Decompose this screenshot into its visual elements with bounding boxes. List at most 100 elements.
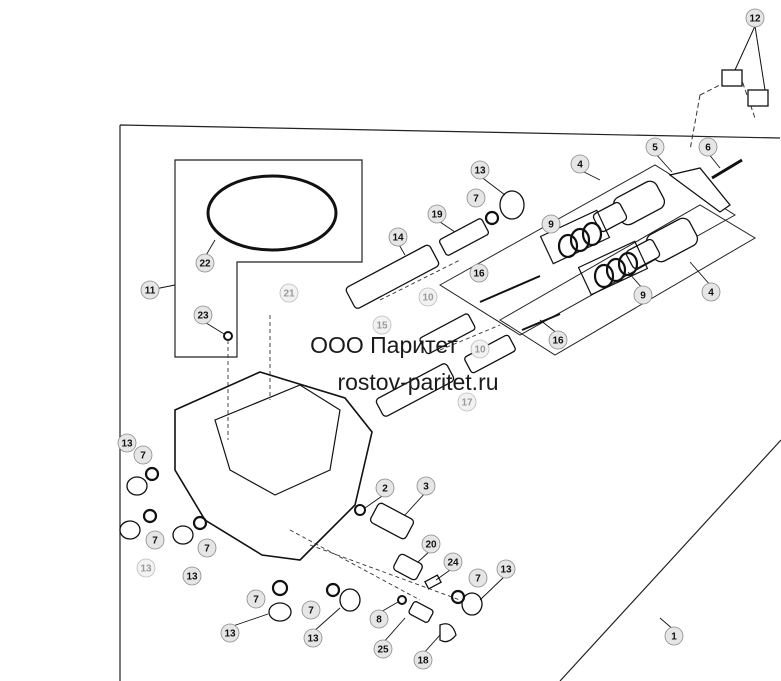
callout-6: 6 (698, 137, 718, 157)
callout-19: 19 (427, 204, 447, 224)
callout-number: 13 (224, 629, 236, 640)
pin-lower (521, 313, 561, 331)
callout-number: 6 (705, 143, 711, 154)
bracket (668, 167, 731, 213)
watermark-company: ООО Паритет (310, 332, 458, 358)
callout-bubble (469, 263, 489, 283)
callout-number: 13 (474, 166, 486, 177)
callout-bubble (443, 552, 463, 572)
callout-number: 24 (447, 558, 459, 569)
callout-bubble (195, 253, 215, 273)
callout-number: 12 (749, 14, 761, 25)
callout-bubble (145, 530, 165, 550)
callout-bubble (541, 214, 561, 234)
callout-number: 20 (425, 540, 437, 551)
callout-number: 7 (253, 595, 259, 606)
callout-bubble (427, 204, 447, 224)
callout-1: 1 (664, 626, 684, 646)
callout-bubble (457, 392, 477, 412)
callout-bubble (418, 287, 438, 307)
callout-number: 14 (392, 233, 404, 244)
callout-bubble (140, 280, 160, 300)
callout-number: 5 (652, 143, 658, 154)
spring-upper (438, 218, 490, 256)
connector-leader (734, 25, 766, 91)
callout-5: 5 (645, 137, 665, 157)
callout-number: 18 (417, 656, 429, 667)
callout-4: 4 (701, 282, 721, 302)
callout-number: 25 (377, 645, 389, 656)
connector-a (721, 69, 743, 87)
callout-number: 10 (474, 345, 486, 356)
callout-bubble (373, 639, 393, 659)
callout-bubble (496, 559, 516, 579)
callout-number: 16 (473, 269, 485, 280)
callout-number: 13 (307, 634, 319, 645)
callout-number: 11 (145, 286, 156, 297)
callout-number: 7 (473, 194, 479, 205)
callout-bubble (182, 566, 202, 586)
callout-number: 13 (140, 564, 152, 575)
plug-left-mid (119, 508, 158, 540)
callout-number: 1 (671, 632, 677, 643)
connector-b (747, 89, 769, 107)
callout-number: 17 (461, 398, 473, 409)
callout-bubble (548, 330, 568, 350)
callout-13: 13 (303, 628, 323, 648)
callout-bubble (698, 137, 718, 157)
fitting (397, 595, 434, 623)
plug-bottom-right (450, 589, 483, 616)
small-o-ring (223, 331, 233, 341)
callout-25: 25 (373, 639, 393, 659)
callout-number: 9 (548, 220, 554, 231)
solenoid-box-upper (439, 164, 736, 336)
callout-2: 2 (375, 478, 395, 498)
callout-number: 7 (140, 451, 146, 462)
callout-7: 7 (145, 530, 165, 550)
callout-number: 7 (152, 536, 158, 547)
callout-3: 3 (416, 476, 436, 496)
callout-13: 13 (117, 433, 137, 453)
callout-bubble (375, 478, 395, 498)
callout-7: 7 (197, 538, 217, 558)
callout-number: 4 (577, 160, 583, 171)
callout-number: 3 (423, 482, 429, 493)
callout-number: 23 (197, 311, 209, 322)
callout-bubble (220, 623, 240, 643)
callout-bubble (197, 538, 217, 558)
callout-number: 7 (475, 574, 481, 585)
assembly-frame (119, 124, 781, 681)
callout-7: 7 (301, 600, 321, 620)
solenoid-box-lower (499, 204, 756, 356)
callout-7: 7 (466, 188, 486, 208)
relief-valve (354, 502, 415, 540)
spool-main (345, 244, 440, 309)
callout-11: 11 (140, 280, 160, 300)
callout-number: 10 (422, 293, 434, 304)
callout-bubble (136, 558, 156, 578)
callout-7: 7 (246, 589, 266, 609)
callout-bubble (372, 315, 392, 335)
callout-16: 16 (548, 330, 568, 350)
pin-upper (479, 275, 541, 303)
spool-lower (375, 363, 455, 417)
callout-12: 12 (745, 8, 765, 28)
callout-bubble (745, 8, 765, 28)
callout-bubble (279, 283, 299, 303)
callout-number: 16 (552, 336, 564, 347)
callout-bubble (117, 433, 137, 453)
small-spring (424, 574, 442, 590)
callout-number: 15 (376, 321, 388, 332)
callout-9: 9 (633, 285, 653, 305)
callout-bubble (133, 445, 153, 465)
callout-number: 19 (431, 210, 443, 221)
o-ring-set-lower (577, 240, 649, 296)
callout-bubble (701, 282, 721, 302)
callout-bubble (470, 160, 490, 180)
callout-number: 21 (283, 289, 295, 300)
plug-left-top (126, 466, 160, 496)
callout-bubble (416, 476, 436, 496)
plug-left-low (172, 515, 208, 545)
callout-bubble (369, 609, 389, 629)
